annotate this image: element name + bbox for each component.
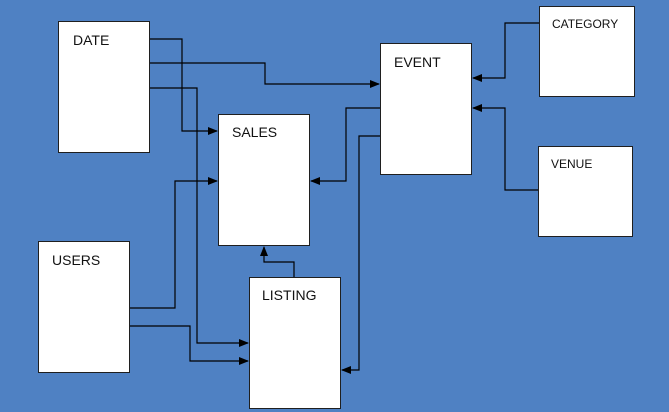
users-label: USERS [52,252,101,268]
date-box: DATE [58,21,150,153]
users-box: USERS [38,241,130,373]
listing-box: LISTING [249,277,341,409]
venue-box: VENUE [538,146,633,237]
connector-listing-to-sales [260,246,295,277]
connector-event-to-listing [341,135,380,374]
sales-box: SALES [218,114,310,246]
connector-date-to-listing [150,87,249,347]
event-label: EVENT [394,54,441,70]
sales-label: SALES [232,124,278,140]
date-label: DATE [73,32,110,48]
connector-event-to-sales [310,107,380,185]
connector-users-to-sales [130,177,218,309]
event-box: EVENT [380,43,472,175]
connector-venue-to-event [472,104,538,191]
connector-date-to-sales [150,38,218,135]
connector-date-to-event [150,62,380,88]
connector-category-to-event [472,22,539,82]
category-box: CATEGORY [539,6,635,97]
category-label: CATEGORY [552,17,619,31]
venue-label: VENUE [551,157,593,171]
listing-label: LISTING [262,287,317,303]
connector-users-to-listing [130,325,249,365]
